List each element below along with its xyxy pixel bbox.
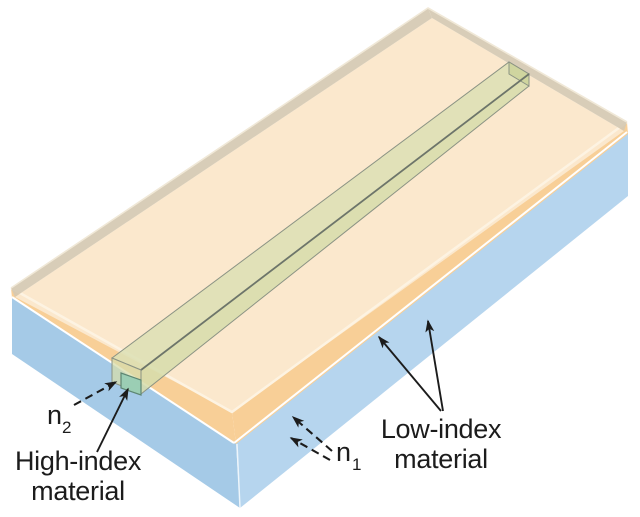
substrate-corner-edge xyxy=(236,443,241,509)
n1-lower-dashed-arrow xyxy=(289,437,331,461)
cladding-front-top-edge xyxy=(10,120,628,414)
rim-outer-edge xyxy=(10,7,628,289)
n1-subscript: 1 xyxy=(352,455,361,474)
low-index-label-line2: material xyxy=(394,444,488,474)
back-left-rim xyxy=(11,8,432,297)
low-index-label-line1: Low-index xyxy=(381,414,502,444)
n1-upper-dashed-arrow xyxy=(291,416,333,452)
high-index-label-line1: High-index xyxy=(15,446,142,476)
high-index-label-line2: material xyxy=(31,476,125,506)
cladding-front-right-band xyxy=(232,122,628,444)
low-index-arrow-cladding xyxy=(378,335,442,412)
back-right-rim xyxy=(428,8,627,131)
channel-back-end-face xyxy=(508,61,530,87)
n2-dashed-arrow xyxy=(73,381,118,406)
n2-label: n xyxy=(47,400,62,430)
low-index-arrow-substrate xyxy=(425,319,444,412)
band-bottom-edge-right xyxy=(233,131,628,444)
substrate-left-face xyxy=(12,297,240,508)
channel-top-right-edge xyxy=(140,73,530,371)
n2-subscript: 2 xyxy=(62,418,71,437)
n1-label: n xyxy=(336,437,351,467)
high-index-arrow xyxy=(96,387,129,453)
